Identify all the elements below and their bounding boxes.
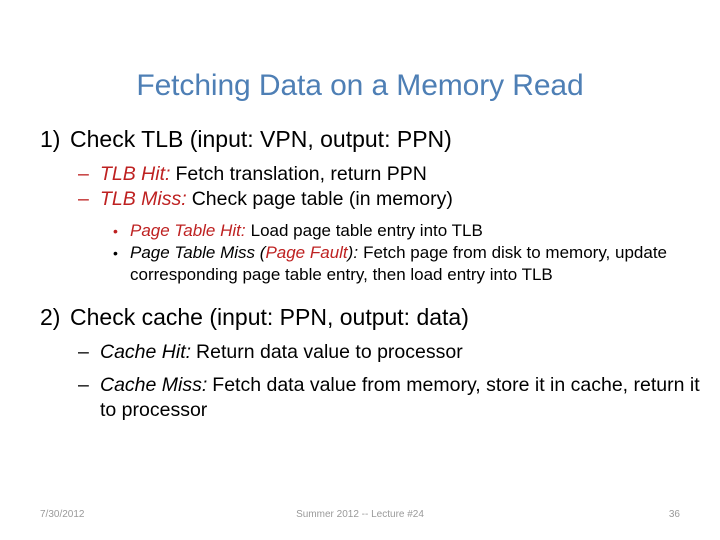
spacer [0,286,720,302]
spacer [0,365,720,373]
list-marker: – [78,341,89,363]
list-item-step-2: 2) Check cache (input: PPN, output: data… [0,302,720,332]
list-item-text: Cache Miss:Fetch data value from memory,… [78,373,720,423]
slide-body: 1) Check TLB (input: VPN, output: PPN) –… [0,124,720,423]
list-item-body: Fetch data value from memory, store it i… [100,374,700,421]
list-item-cache-hit: – Cache Hit:Return data value to process… [0,340,720,365]
list-item-label-post: ): [347,243,359,262]
list-item-label: TLB Hit: [100,163,171,185]
list-item-tlb-hit: – TLB Hit:Fetch translation, return PPN [0,162,720,187]
list-item-body: Fetch translation, return PPN [175,163,427,185]
list-item-tlb-miss: – TLB Miss:Check page table (in memory) [0,187,720,212]
bullet-icon: • [113,223,118,239]
list-item-cache-miss: – Cache Miss:Fetch data value from memor… [0,373,720,423]
spacer [0,212,720,220]
list-marker: – [78,374,89,396]
list-item-label: Cache Hit: [100,341,192,363]
list-item-text: Check cache (input: PPN, output: data) [70,304,469,330]
list-item-body: Return data value to processor [196,341,463,363]
list-item-label: Page Table Hit: [130,221,246,240]
list-item-text: Check TLB (input: VPN, output: PPN) [70,126,452,152]
list-marker: – [78,188,89,210]
list-item-label-pre: Page Table Miss ( [130,243,266,262]
footer-slide-number: 36 [668,509,680,520]
list-item-page-table-hit: • Page Table Hit:Load page table entry i… [0,220,720,242]
list-marker: 1) [40,126,61,152]
footer-date: 7/30/2012 [40,509,85,520]
list-item-text: TLB Miss:Check page table (in memory) [78,187,720,212]
list-item-label: TLB Miss: [100,188,187,210]
list-item-text: Page Table Hit:Load page table entry int… [113,220,720,242]
bullet-icon: • [113,245,118,261]
list-marker: 2) [40,304,61,330]
list-item-body: Check page table (in memory) [191,188,453,210]
list-marker: – [78,163,89,185]
footer-center-text: Summer 2012 -- Lecture #24 [296,509,424,520]
list-item-text: Page Table Miss (Page Fault):Fetch page … [113,242,720,286]
slide-footer: 7/30/2012 Summer 2012 -- Lecture #24 36 [0,508,720,528]
list-item-step-1: 1) Check TLB (input: VPN, output: PPN) [0,124,720,154]
list-item-label: Cache Miss: [100,374,208,396]
list-item-text: Cache Hit:Return data value to processor [78,340,720,365]
list-item-text: TLB Hit:Fetch translation, return PPN [78,162,720,187]
spacer [0,332,720,340]
spacer [0,154,720,162]
list-item-label-emphasis: Page Fault [265,243,348,262]
list-item-body: Fetch page from disk to memory, update c… [130,243,667,284]
list-item-page-table-miss: • Page Table Miss (Page Fault):Fetch pag… [0,242,720,286]
page-title: Fetching Data on a Memory Read [136,69,584,103]
list-item-body: Load page table entry into TLB [250,221,483,240]
